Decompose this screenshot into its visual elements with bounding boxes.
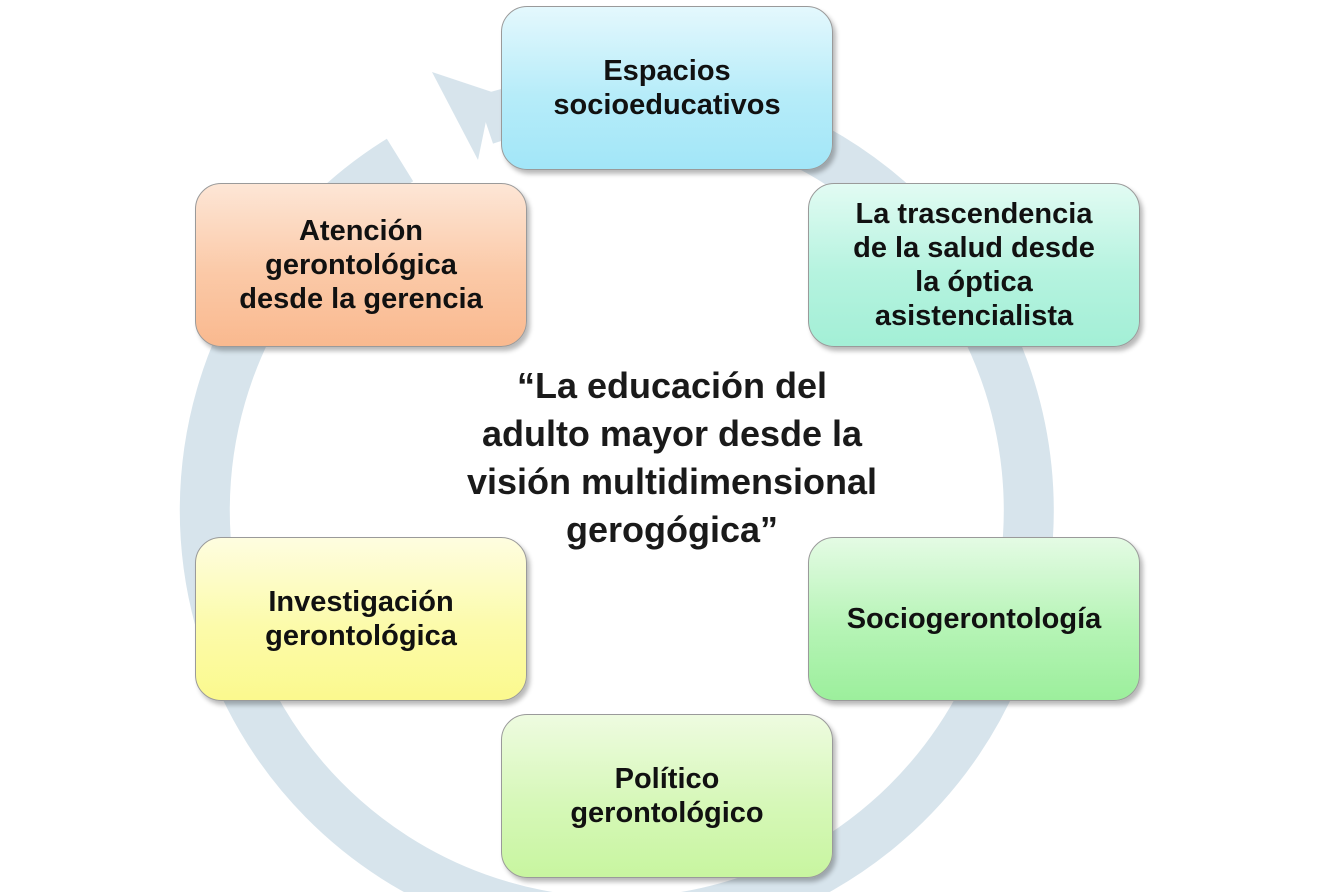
- node-label: Espacios socioeducativos: [553, 55, 781, 121]
- node-atencion-gerontologica: Atención gerontológica desde la gerencia: [195, 183, 527, 347]
- node-label: La trascendencia de la salud desde la óp…: [853, 198, 1095, 332]
- node-sociogerontologia: Sociogerontología: [808, 537, 1140, 701]
- node-label: Investigación gerontológica: [265, 586, 457, 652]
- node-politico-gerontologico: Político gerontológico: [501, 714, 833, 878]
- node-investigacion-gerontologica: Investigación gerontológica: [195, 537, 527, 701]
- node-trascendencia-salud: La trascendencia de la salud desde la óp…: [808, 183, 1140, 347]
- node-espacios-socioeducativos: Espacios socioeducativos: [501, 6, 833, 170]
- node-label: Político gerontológico: [570, 763, 764, 829]
- node-label: Atención gerontológica desde la gerencia: [239, 215, 483, 315]
- ring-arrowhead: [432, 72, 492, 160]
- center-title: “La educación del adulto mayor desde la …: [466, 365, 878, 550]
- node-label: Sociogerontología: [846, 603, 1102, 635]
